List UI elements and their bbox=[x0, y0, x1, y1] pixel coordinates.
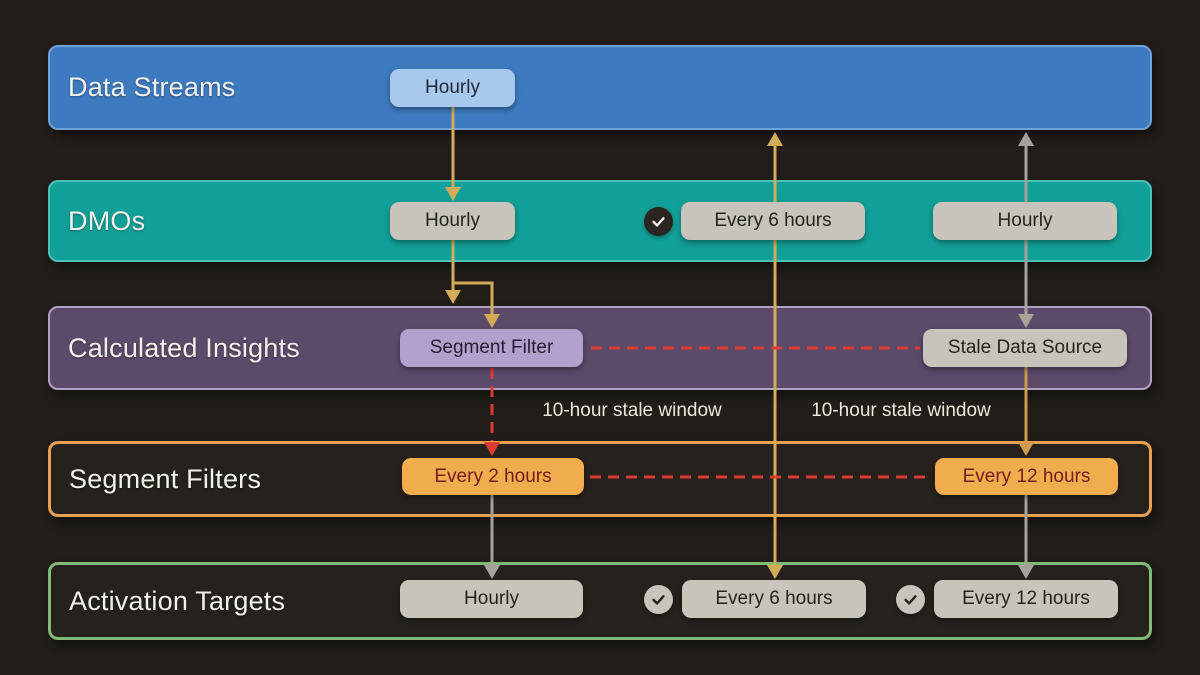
arrow-segment-filter-to-every-2-hours bbox=[484, 368, 500, 456]
row-data-streams: Data Streams bbox=[48, 45, 1152, 130]
arrow-dmos-to-segment-filter bbox=[453, 281, 500, 328]
row-label: Activation Targets bbox=[69, 585, 286, 616]
badge-dmos-hourly: Hourly bbox=[390, 202, 515, 240]
badge-label: Every 12 hours bbox=[962, 465, 1091, 487]
badge-dmos-hourly-right: Hourly bbox=[933, 202, 1117, 240]
arrow-every-12-hours-to-activation bbox=[1018, 495, 1034, 579]
badge-stale-data-source: Stale Data Source bbox=[923, 329, 1127, 367]
row-activation-targets: Activation Targets bbox=[48, 562, 1152, 640]
badge-label: Every 12 hours bbox=[962, 588, 1090, 609]
badge-every-12-hours: Every 12 hours bbox=[935, 458, 1118, 495]
stale-window-annotation-right: 10-hour stale window bbox=[811, 400, 991, 421]
arrow-stale-data-source-to-every-12-hours bbox=[1018, 367, 1034, 456]
check-icon bbox=[644, 585, 673, 614]
row-segment-filters: Segment Filters bbox=[48, 441, 1152, 517]
badge-activation-hourly: Hourly bbox=[400, 580, 583, 618]
badge-label: Every 6 hours bbox=[714, 210, 832, 231]
row-label: Data Streams bbox=[68, 72, 236, 102]
row-label: Calculated Insights bbox=[68, 332, 300, 363]
badge-dmos-every-6-hours: Every 6 hours bbox=[681, 202, 865, 240]
badge-label: Hourly bbox=[997, 210, 1053, 231]
check-icon bbox=[896, 585, 925, 614]
badge-label: Hourly bbox=[425, 210, 480, 231]
badge-activation-every-6-hours: Every 6 hours bbox=[682, 580, 866, 618]
badge-label: Every 2 hours bbox=[434, 465, 552, 487]
row-label: Segment Filters bbox=[69, 463, 262, 494]
arrow-every-6-hours-double bbox=[767, 132, 783, 579]
badge-every-2-hours: Every 2 hours bbox=[402, 458, 584, 495]
badge-label: Segment Filter bbox=[429, 337, 554, 358]
arrow-dmos-to-calculated-insights bbox=[445, 240, 461, 304]
check-icon bbox=[644, 207, 673, 236]
row-label: DMOs bbox=[68, 205, 146, 236]
arrow-datastreams-to-dmos bbox=[445, 107, 461, 201]
badge-segment-filter: Segment Filter bbox=[400, 329, 583, 367]
badge-label: Hourly bbox=[464, 588, 519, 609]
arrow-every-2-hours-to-activation-hourly bbox=[484, 495, 500, 579]
badge-label: Every 6 hours bbox=[715, 588, 833, 609]
badge-label: Hourly bbox=[425, 77, 480, 98]
badge-activation-every-12-hours: Every 12 hours bbox=[934, 580, 1118, 618]
badge-data-streams-hourly: Hourly bbox=[390, 69, 515, 107]
badge-label: Stale Data Source bbox=[947, 337, 1103, 358]
stale-window-annotation-left: 10-hour stale window bbox=[542, 400, 722, 421]
